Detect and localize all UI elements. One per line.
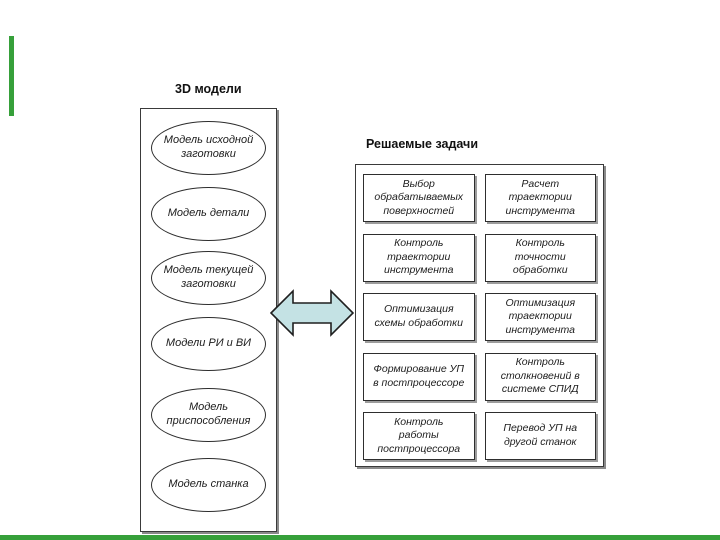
task-box-collision-control: Контроль столкновений в системе СПИД <box>484 352 596 401</box>
model-ellipse-current-workpiece: Модель текущей заготовки <box>151 251 266 305</box>
green-accent-bar-bottom <box>0 535 720 540</box>
tasks-panel-title: Решаемые задачи <box>366 137 478 151</box>
model-ellipse-fixture: Модель приспособления <box>151 388 266 442</box>
task-box-surface-selection: Выбор обрабатываемых поверхностей <box>363 174 475 222</box>
task-box-scheme-optimization: Оптимизация схемы обработки <box>363 293 475 341</box>
task-box-postprocessor-control: Контроль работы постпроцессора <box>363 412 475 460</box>
task-box-trajectory-calculation: Расчет траектории инструмента <box>484 174 596 222</box>
double-horizontal-arrow-icon <box>269 284 355 342</box>
model-ellipse-machine: Модель станка <box>151 458 266 512</box>
models-panel-title: 3D модели <box>175 82 242 96</box>
task-box-trajectory-optimization: Оптимизация траектории инструмента <box>484 293 596 341</box>
model-ellipse-part: Модель детали <box>151 187 266 241</box>
task-box-nc-program-formation: Формирование УП в постпроцессоре <box>363 352 475 401</box>
task-box-accuracy-control: Контроль точности обработки <box>484 233 596 282</box>
task-box-nc-program-transfer: Перевод УП на другой станок <box>484 412 596 460</box>
task-box-trajectory-control: Контроль траектории инструмента <box>363 233 475 282</box>
green-accent-bar-left <box>9 36 14 116</box>
model-ellipse-tools: Модели РИ и ВИ <box>151 317 266 371</box>
models-panel: Модель исходной заготовки Модель детали … <box>140 108 277 532</box>
model-ellipse-initial-workpiece: Модель исходной заготовки <box>151 121 266 175</box>
tasks-panel: Выбор обрабатываемых поверхностей Расчет… <box>355 164 604 467</box>
